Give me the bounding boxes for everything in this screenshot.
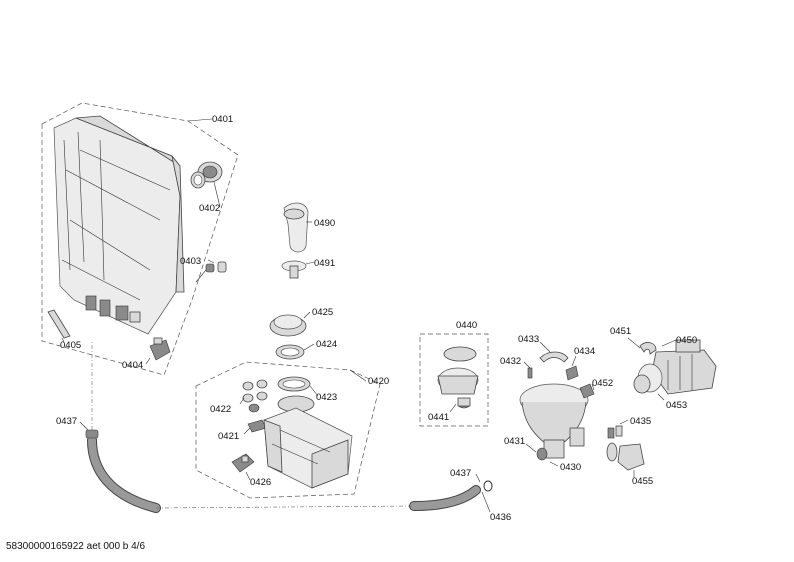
- part-0440-pump-cover: [437, 346, 479, 395]
- label-0441: 0441: [428, 412, 449, 423]
- label-0434: 0434: [574, 346, 595, 357]
- part-0450-circulation-pump: [633, 339, 717, 395]
- part-0490-inlet: [283, 202, 309, 253]
- part-labels: 0401 0402 0403 0404 0405 0490 0491 0425 …: [56, 114, 697, 523]
- label-0426: 0426: [250, 477, 271, 488]
- label-0437-right: 0437: [450, 468, 471, 479]
- part-group-0401: [41, 102, 239, 376]
- label-0424: 0424: [316, 339, 337, 350]
- part-0433-seal: [539, 351, 569, 363]
- part-0403-screw: [195, 261, 227, 283]
- label-0432: 0432: [500, 356, 521, 367]
- part-0455-heater-pump: [606, 442, 645, 471]
- label-0423: 0423: [316, 392, 337, 403]
- label-0403: 0403: [180, 256, 201, 267]
- part-0436-ring: [483, 480, 493, 492]
- part-0437-hose-left: [85, 429, 161, 513]
- label-0402: 0402: [199, 203, 220, 214]
- drawing-number: 58300000165922 aet 000 b 4/6: [6, 541, 146, 552]
- part-0421-clip: [247, 419, 267, 433]
- part-0491-cap: [281, 260, 307, 279]
- part-0434-clip: [565, 365, 579, 381]
- label-0490: 0490: [314, 218, 335, 229]
- part-0441-impeller: [457, 397, 471, 409]
- label-0452: 0452: [592, 378, 613, 389]
- part-0435-clip: [607, 425, 623, 439]
- label-0425: 0425: [312, 307, 333, 318]
- part-0431-ring: [536, 447, 548, 461]
- label-0453: 0453: [666, 400, 687, 411]
- label-0405: 0405: [60, 340, 81, 351]
- label-0451: 0451: [610, 326, 631, 337]
- part-0451-clamp: [639, 342, 657, 355]
- label-0431: 0431: [504, 436, 525, 447]
- part-0437-hose-right: [409, 485, 481, 511]
- part-0424-ring: [275, 344, 305, 360]
- label-0433: 0433: [518, 334, 539, 345]
- part-0432-screw: [527, 367, 533, 379]
- part-0426-connector: [231, 453, 255, 473]
- part-0430-pump-sump: [519, 383, 589, 459]
- label-0491: 0491: [314, 258, 335, 269]
- part-0401-housing: [53, 117, 181, 335]
- label-0420: 0420: [368, 376, 389, 387]
- part-0425-cover: [269, 314, 307, 337]
- part-0422-seals: [242, 379, 268, 413]
- label-0450: 0450: [676, 335, 697, 346]
- label-0436: 0436: [490, 512, 511, 523]
- label-0435: 0435: [630, 416, 651, 427]
- label-0422: 0422: [210, 404, 231, 415]
- part-group-0440: [419, 333, 489, 427]
- label-0455: 0455: [632, 476, 653, 487]
- label-0404: 0404: [122, 360, 143, 371]
- label-0421: 0421: [218, 431, 239, 442]
- label-0437-left: 0437: [56, 416, 77, 427]
- part-0423-ring: [277, 376, 311, 392]
- part-0404-sensor: [149, 337, 171, 361]
- label-0440: 0440: [456, 320, 477, 331]
- label-0430: 0430: [560, 462, 581, 473]
- label-0401: 0401: [212, 114, 233, 125]
- part-group-0420: [195, 361, 381, 499]
- part-0405-clip: [47, 309, 71, 339]
- part-0452-connector: [579, 383, 595, 399]
- part-0420-heater-body: [263, 395, 353, 489]
- part-0402-seal: [190, 161, 223, 189]
